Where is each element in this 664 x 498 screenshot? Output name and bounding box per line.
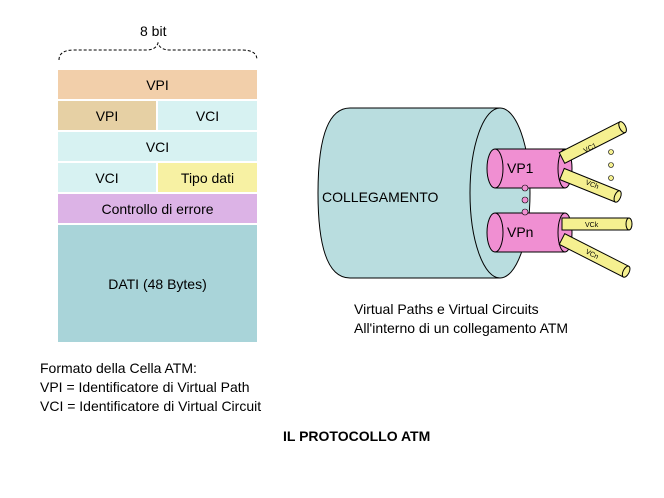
circuit-dot — [608, 175, 614, 181]
bit-width-brace — [58, 42, 258, 61]
legend-line-vpi: VPI = Identificatore di Virtual Path — [40, 379, 250, 395]
circuit-dot — [608, 162, 614, 168]
page-title: IL PROTOCOLLO ATM — [283, 428, 431, 444]
cell-row-vci: VCI — [57, 131, 258, 162]
path-dot — [521, 184, 529, 192]
cell-vci-high: VCI — [157, 100, 258, 131]
path-dot — [521, 196, 529, 204]
vck-label: VCk — [585, 222, 599, 229]
cell-dati: DATI (48 Bytes) — [57, 224, 258, 343]
legend-line-vci: VCI = Identificatore di Virtual Circuit — [40, 398, 262, 414]
circuit-dot — [608, 149, 614, 155]
atm-link-diagram: COLLEGAMENTO VP1 VPn VC1 VCh VCk VCn — [317, 107, 633, 279]
vch-label: VCh — [584, 179, 599, 191]
legend-line-title: Formato della Cella ATM: — [40, 360, 197, 376]
bit-width-label: 8 bit — [140, 23, 167, 39]
vcn-tube — [558, 232, 631, 278]
cable-body — [317, 107, 501, 279]
vpn-label: VPn — [507, 224, 533, 240]
vp1-label: VP1 — [507, 160, 534, 176]
caption-line-1: Virtual Paths e Virtual Circuits — [354, 301, 539, 317]
cell-tipo-dati: Tipo dati — [157, 162, 258, 193]
vc1-tube — [558, 121, 627, 165]
cell-controllo-errore: Controllo di errore — [57, 193, 258, 224]
caption-line-2: All'interno di un collegamento ATM — [354, 320, 569, 336]
cell-vci-low: VCI — [57, 162, 157, 193]
vch-tube — [559, 167, 622, 203]
cable-main-label: COLLEGAMENTO — [322, 189, 439, 205]
path-dot — [521, 208, 529, 216]
cell-vpi-low: VPI — [57, 100, 157, 131]
cell-row-vpi: VPI — [57, 69, 258, 100]
vck-tube — [561, 217, 633, 231]
